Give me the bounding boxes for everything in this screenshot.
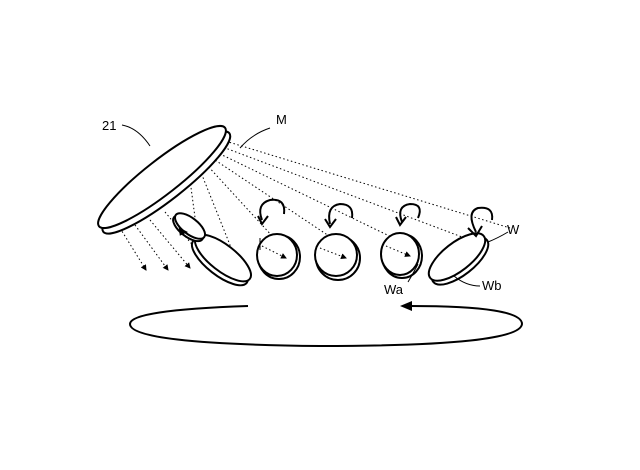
- wafer-3: [315, 234, 360, 280]
- label-wafer-back: Wb: [482, 278, 502, 293]
- source-disc: [88, 114, 239, 245]
- rotation-arrow-icon: [396, 204, 420, 225]
- leader-wafer: [488, 232, 508, 242]
- rotation-arrow-icon: [468, 208, 492, 236]
- label-wafer-front: Wa: [384, 282, 404, 297]
- rotation-arrow-icon: [325, 204, 352, 227]
- label-source: 21: [102, 118, 116, 133]
- leader-source: [122, 125, 150, 146]
- orbit-path: [130, 306, 522, 346]
- travel-direction-arrow-icon: [400, 301, 412, 311]
- wafer-2: [257, 234, 300, 279]
- label-beam: M: [276, 112, 287, 127]
- label-wafer: W: [507, 222, 520, 237]
- wafer-4: [381, 233, 422, 278]
- beam-lines: [190, 140, 510, 250]
- leader-beam: [240, 128, 270, 148]
